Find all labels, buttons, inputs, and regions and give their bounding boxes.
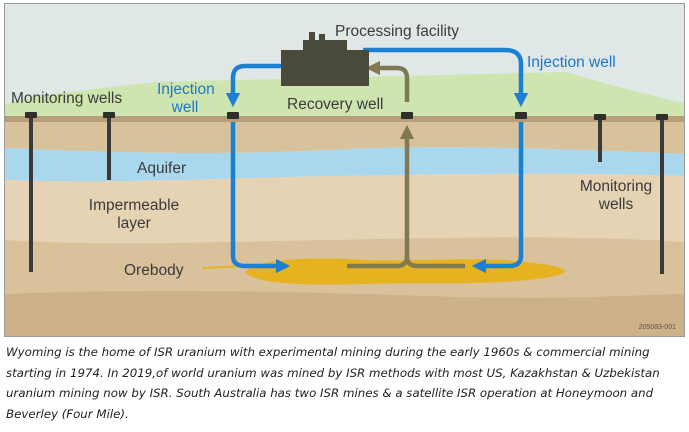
label-processing-facility: Processing facility <box>335 23 460 40</box>
processing-facility-building <box>281 32 369 86</box>
injection-well-left-cap <box>227 112 239 119</box>
label-monitoring-wells-right-line2: wells <box>598 196 634 213</box>
top-soil-layer <box>5 122 684 154</box>
monitoring-well-left-1-cap <box>25 112 37 118</box>
label-impermeable-layer: Impermeable layer <box>79 197 189 233</box>
impermeable-layer <box>5 173 684 244</box>
diagram-graphic <box>5 4 684 336</box>
injection-flow-left-surface <box>225 63 281 108</box>
injection-flow-right-underground <box>471 122 524 274</box>
label-aquifer: Aquifer <box>137 160 187 177</box>
label-recovery-well: Recovery well <box>287 96 384 113</box>
monitoring-well-right-2 <box>660 116 664 274</box>
recovery-well-cap <box>401 112 413 119</box>
monitoring-well-right-2-cap <box>656 114 668 120</box>
label-injection-well-right: Injection well <box>527 54 616 71</box>
aquifer-layer <box>5 147 684 182</box>
figure-id: 205083-001 <box>638 324 676 331</box>
label-monitoring-wells-right-line1: Monitoring <box>579 178 653 195</box>
monitoring-well-left-2 <box>107 114 111 180</box>
recovery-flow-surface <box>365 60 410 102</box>
figure-caption: Wyoming is the home of ISR uranium with … <box>6 345 660 421</box>
monitoring-well-right-1-cap <box>594 114 606 120</box>
label-injection-well-left-line2: well <box>171 99 199 116</box>
label-injection-well-left-line1: Injection <box>157 81 215 98</box>
label-impermeable-line1: Impermeable <box>88 197 180 214</box>
injection-flow-right-surface <box>363 47 529 108</box>
label-orebody: Orebody <box>124 262 184 279</box>
isr-mining-diagram: Processing facility Injection well Injec… <box>4 3 685 337</box>
monitoring-well-left-2-cap <box>103 112 115 118</box>
label-injection-well-left: Injection well <box>157 81 215 117</box>
monitoring-well-left-1 <box>29 114 33 272</box>
injection-flow-left-underground <box>230 122 291 274</box>
label-impermeable-line2: layer <box>117 215 151 232</box>
deep-layer <box>5 290 684 336</box>
ground-surface <box>5 116 684 122</box>
label-monitoring-wells-left: Monitoring wells <box>11 90 123 107</box>
injection-well-right-cap <box>515 112 527 119</box>
recovery-flow-underground-right <box>404 255 465 269</box>
label-monitoring-wells-right: Monitoring wells <box>571 178 661 214</box>
monitoring-well-right-1 <box>598 116 602 162</box>
